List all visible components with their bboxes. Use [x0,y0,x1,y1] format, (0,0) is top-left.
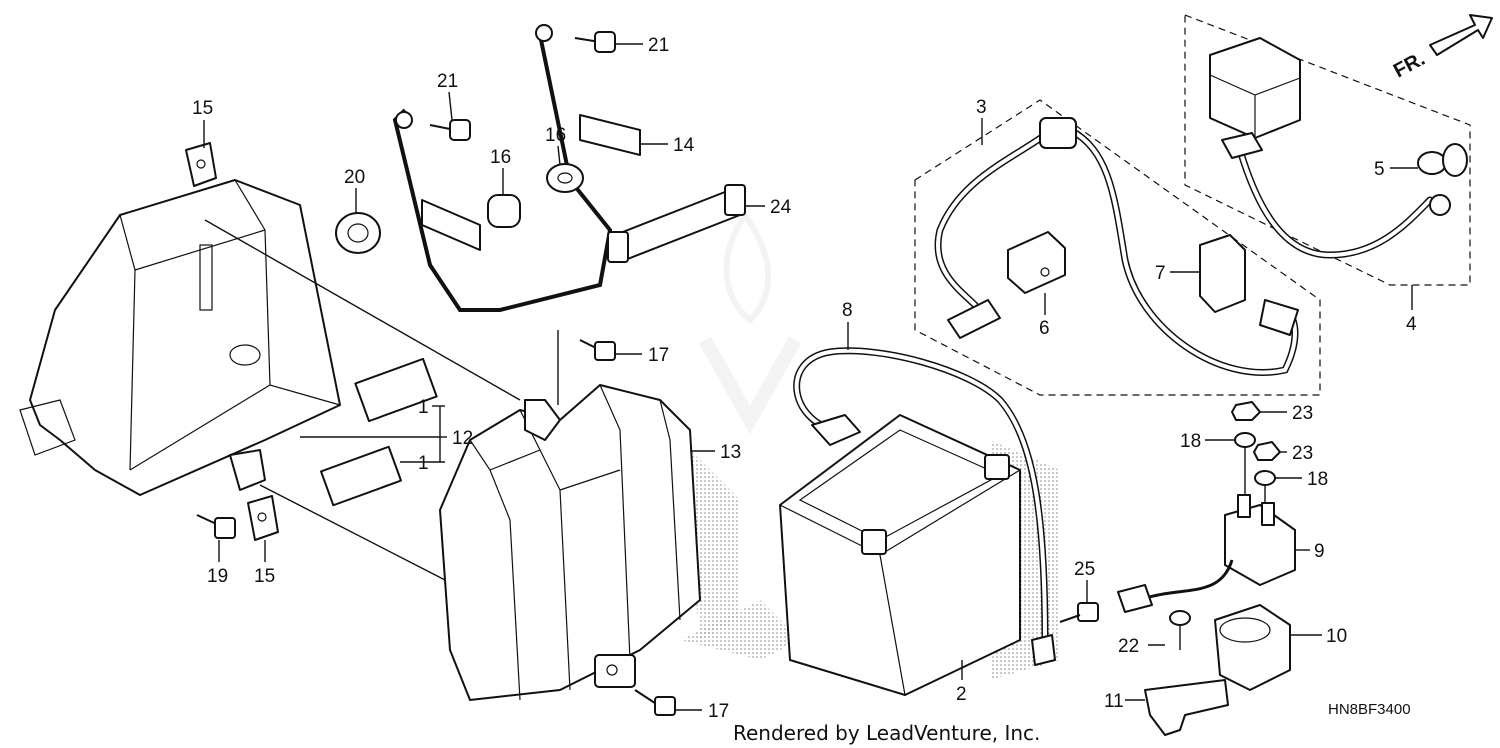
bolt-17-upper [579,339,616,361]
terminal-group-outline [1184,14,1471,286]
callout-11: 11 [1104,691,1124,712]
callout-23-upper: 23 [1292,403,1313,424]
bolt-21-lower [429,119,471,141]
band-20 [335,212,381,254]
starter-relay [1117,494,1296,613]
callout-12: 12 [452,428,473,449]
callout-10: 10 [1326,626,1347,647]
terminal-block-6 [1007,231,1066,294]
battery-tray [19,179,341,496]
callout-18-right: 18 [1307,469,1328,490]
watermark-credit: Rendered by LeadVenture, Inc. [733,721,1040,745]
callout-13: 13 [720,442,741,463]
bolt-25 [1059,602,1099,623]
callout-18-left: 18 [1180,431,1201,452]
bolt-21-upper [574,31,616,53]
callout-24: 24 [770,197,792,218]
negative-cable [793,347,1056,666]
callout-17-lower: 17 [708,701,729,722]
clip-lower [247,495,279,541]
starter-terminal-cover [1209,37,1301,139]
battery-box-cover [439,384,740,701]
callout-4: 4 [1406,314,1417,335]
terminal-cover-7 [1199,234,1246,313]
relay-rubber-mount [1214,604,1291,691]
bolt-19 [196,514,236,539]
watermark-flame-logo [698,209,802,435]
grommet-16a [487,194,521,228]
callout-2: 2 [956,684,967,705]
callout-7: 7 [1155,263,1166,284]
grommet-16b [546,163,584,193]
callout-9: 9 [1314,541,1325,562]
callout-21-lower: 21 [437,71,458,92]
boot-5 [1417,143,1468,177]
callout-21-upper: 21 [648,35,669,56]
callout-23-lower: 23 [1292,443,1313,464]
callout-15-lower: 15 [254,566,275,587]
rubber-pad-lower [320,445,402,507]
callout-16-right: 16 [545,125,566,146]
leader-lines [203,43,1418,711]
callout-1-upper: 1 [418,397,429,418]
battery-holder-frame [392,24,641,312]
callout-14: 14 [673,135,695,156]
clip-upper [185,142,217,187]
callout-17-upper: 17 [648,345,669,366]
bolt-17-lower [634,689,676,716]
callout-15-upper: 15 [192,98,213,119]
diagram-code: HN8BF3400 [1328,701,1411,718]
washer-18a [1234,432,1256,448]
rubber-pad-upper [354,357,438,423]
cable-group-outline [914,99,1321,396]
callout-16-left: 16 [490,147,511,168]
callout-8: 8 [842,300,853,321]
nut-23a [1231,401,1261,421]
callout-25: 25 [1074,559,1095,580]
starter-cable [1221,132,1451,259]
front-direction-arrow: FR. [1390,14,1493,83]
callout-5: 5 [1374,159,1385,180]
battery [680,414,1060,696]
callout-22: 22 [1118,636,1139,657]
callout-6: 6 [1039,318,1050,339]
callout-labels: 15 20 21 21 16 16 14 24 17 13 1 1 12 19 … [192,35,1417,722]
washer-18b [1254,470,1276,486]
battery-strap [607,184,746,263]
callout-3: 3 [976,97,987,118]
callout-1-lower: 1 [418,453,429,474]
relay-bracket [1144,679,1229,736]
callout-20: 20 [344,167,365,188]
positive-cable-harness [934,117,1299,376]
nut-23b [1253,441,1281,461]
callout-19: 19 [207,566,228,587]
screw-22 [1169,610,1191,650]
fr-label: FR. [1390,48,1429,83]
